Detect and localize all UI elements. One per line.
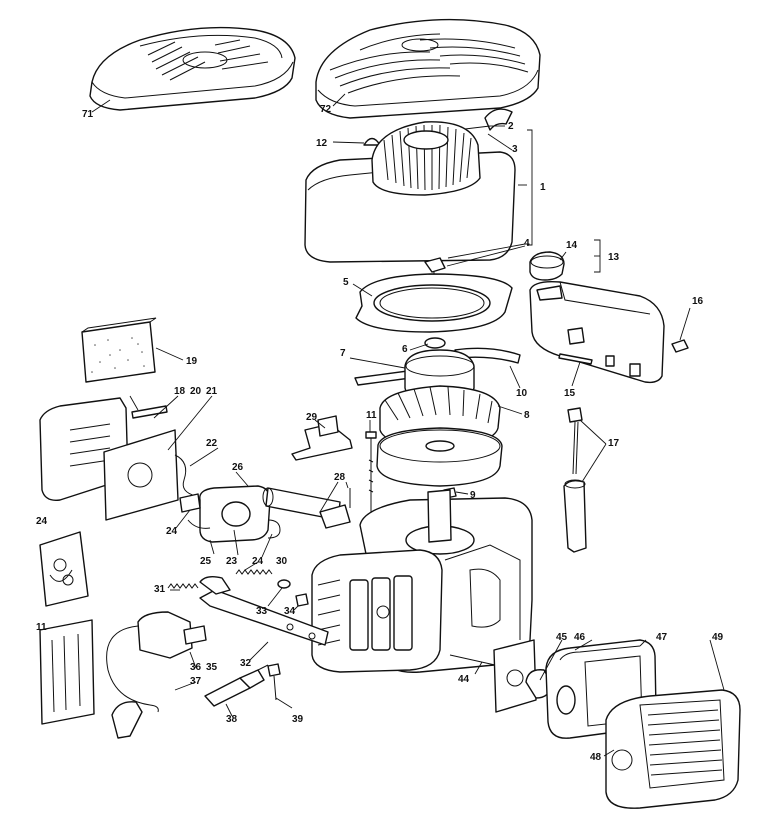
gasket-plate-5 [355, 273, 513, 333]
flywheel-8 [376, 385, 503, 487]
label-17: 17 [608, 438, 620, 449]
label-12: 12 [316, 138, 328, 149]
bracket-1 [527, 129, 533, 246]
label-28: 28 [334, 472, 346, 483]
label-36: 36 [190, 662, 202, 673]
label-18: 18 [174, 386, 186, 397]
hose-22 [174, 454, 197, 497]
pin-15 [558, 353, 593, 365]
label-11-set: 11 [36, 622, 47, 633]
recoil-starter-1 [304, 121, 516, 263]
label-1: 1 [540, 182, 546, 193]
label-39: 39 [292, 714, 304, 725]
label-6: 6 [402, 344, 408, 355]
air-filter-housing [39, 397, 179, 521]
label-23: 23 [226, 556, 238, 567]
label-15: 15 [564, 388, 576, 399]
label-16: 16 [692, 296, 704, 307]
label-24-c: 24 [252, 556, 264, 567]
label-11: 11 [366, 410, 377, 421]
label-24: 24 [166, 526, 178, 537]
label-10: 10 [516, 388, 528, 399]
clip-34 [295, 593, 309, 607]
bolt-set-11 [39, 619, 95, 725]
label-4: 4 [524, 238, 530, 249]
label-8: 8 [524, 410, 530, 421]
carburettor-23 [179, 485, 281, 543]
label-33: 33 [256, 606, 268, 617]
label-47: 47 [656, 632, 668, 643]
label-48: 48 [590, 752, 602, 763]
spring-31 [167, 583, 199, 589]
washer-33 [277, 579, 291, 589]
label-72: 72 [320, 104, 332, 115]
label-5: 5 [343, 277, 349, 288]
label-24-kit: 24 [36, 516, 48, 527]
label-35: 35 [206, 662, 218, 673]
label-71: 71 [82, 109, 94, 120]
fuel-tank-13 [529, 280, 665, 384]
label-49: 49 [712, 632, 724, 643]
label-45: 45 [556, 632, 568, 643]
muffler-guard-49 [605, 689, 741, 809]
label-37: 37 [190, 676, 202, 687]
gasket-kit-24 [39, 531, 89, 607]
label-21: 21 [206, 386, 218, 397]
label-14: 14 [566, 240, 578, 251]
label-9: 9 [470, 490, 476, 501]
label-30: 30 [276, 556, 288, 567]
label-29: 29 [306, 412, 318, 423]
label-7: 7 [340, 348, 346, 359]
air-filter-19 [81, 317, 157, 383]
label-20: 20 [190, 386, 202, 397]
engine-cover-72 [315, 18, 541, 119]
label-19: 19 [186, 356, 198, 367]
label-22: 22 [206, 438, 218, 449]
label-2: 2 [508, 121, 514, 132]
fuel-cap-14 [529, 251, 565, 281]
label-34: 34 [284, 606, 296, 617]
label-44: 44 [458, 674, 470, 685]
spark-plug-38 [204, 664, 269, 707]
label-32: 32 [240, 658, 252, 669]
ignition-coil-35 [106, 611, 207, 739]
stud-44 [449, 654, 496, 666]
label-38: 38 [226, 714, 238, 725]
intake-pipe-28 [262, 487, 351, 529]
muffler-gasket-45 [493, 639, 537, 713]
label-46: 46 [574, 632, 586, 643]
bolt-39 [267, 663, 281, 701]
label-31: 31 [154, 584, 166, 595]
engine-cover-71 [89, 26, 296, 111]
dipstick-17 [563, 407, 587, 553]
bracket-29 [291, 415, 353, 461]
leader-lines [91, 93, 725, 757]
label-26: 26 [232, 462, 244, 473]
bolt-16 [671, 339, 689, 353]
label-25: 25 [200, 556, 212, 567]
long-bolt-11 [365, 431, 377, 520]
label-3: 3 [512, 144, 518, 155]
spring-30 [235, 569, 273, 575]
governor-lever-32 [199, 575, 329, 646]
label-13: 13 [608, 252, 620, 263]
engine-block [311, 489, 533, 673]
part-labels: 71 72 2 3 12 1 4 5 14 13 16 6 7 10 15 19… [36, 104, 724, 763]
